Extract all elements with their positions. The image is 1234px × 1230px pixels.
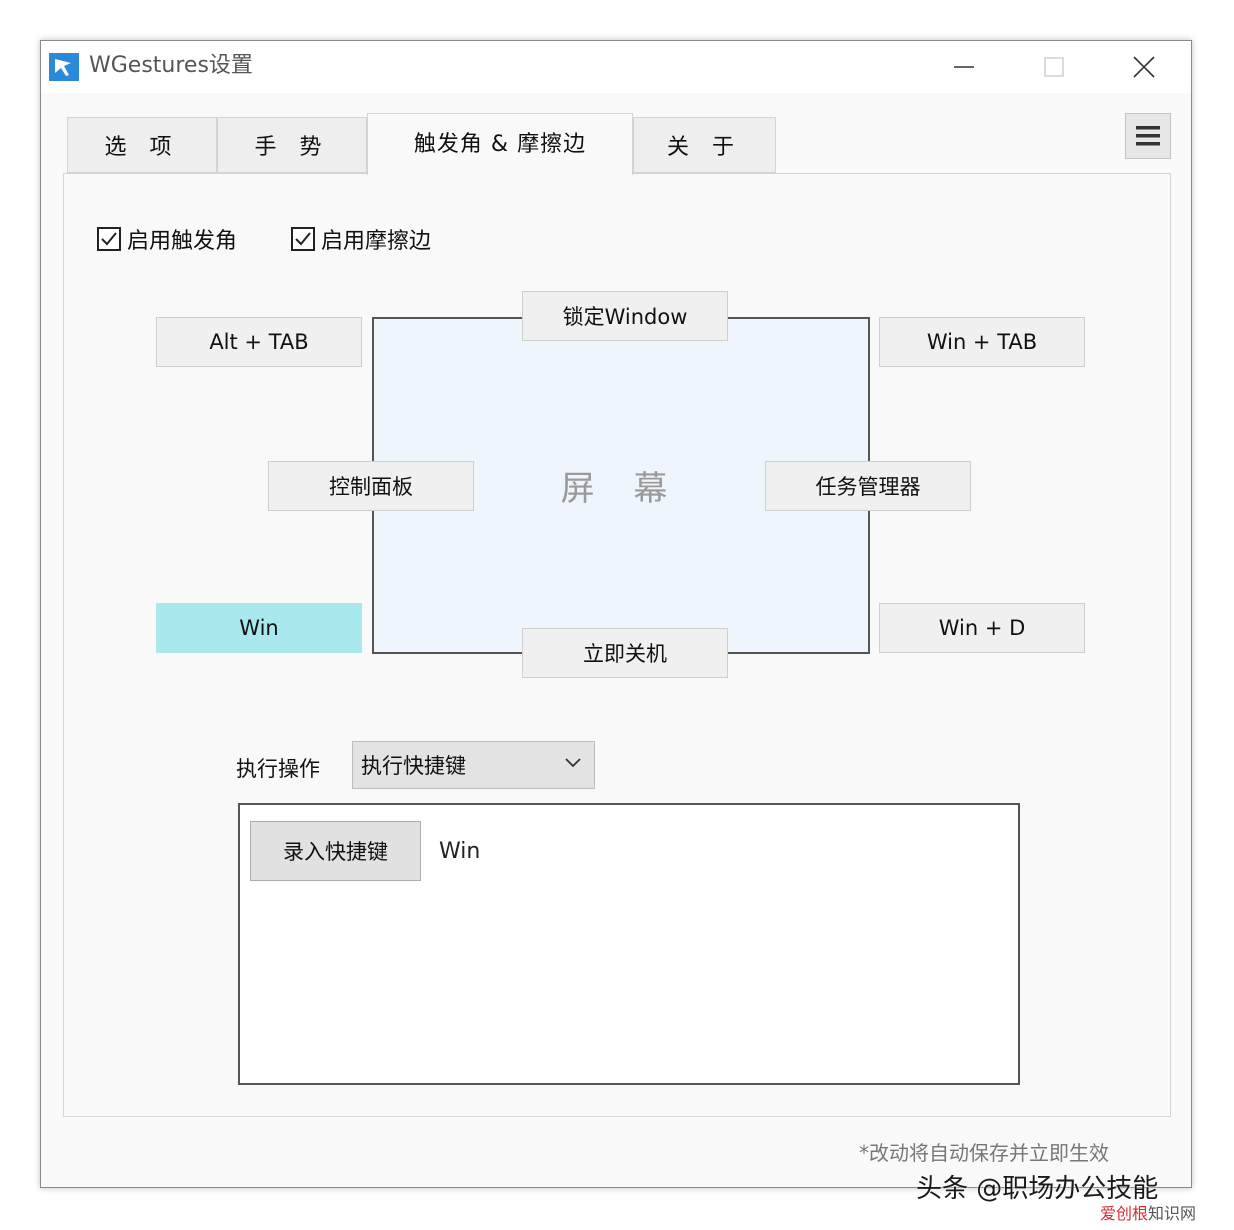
maximize-button[interactable] xyxy=(1009,41,1099,93)
close-button[interactable] xyxy=(1099,41,1189,93)
tab-about[interactable]: 关 于 xyxy=(633,117,776,173)
shortcut-value: Win xyxy=(439,839,481,864)
checkbox-box[interactable] xyxy=(97,227,121,251)
execute-action-select[interactable]: 执行快捷键 xyxy=(352,741,595,789)
execute-action-value: 执行快捷键 xyxy=(361,754,466,778)
watermark-text: 头条 @职场办公技能 xyxy=(916,1174,1159,1204)
minimize-button[interactable] xyxy=(919,41,1009,93)
right-edge-button[interactable]: 任务管理器 xyxy=(765,461,971,511)
enable-rub-edge-label: 启用摩擦边 xyxy=(321,229,432,254)
bottom-edge-button[interactable]: 立即关机 xyxy=(522,628,728,678)
tab-gestures[interactable]: 手 势 xyxy=(217,117,367,173)
top-right-corner-button[interactable]: Win + TAB xyxy=(879,317,1085,367)
maximize-icon xyxy=(1044,57,1064,77)
watermark-site-rest: 知识网 xyxy=(1148,1204,1197,1223)
app-logo-icon xyxy=(49,53,79,81)
hamburger-menu-icon xyxy=(1136,126,1160,146)
tab-options[interactable]: 选 项 xyxy=(67,117,217,173)
menu-button[interactable] xyxy=(1125,113,1171,159)
window-title: WGestures设置 xyxy=(89,53,253,78)
bottom-left-corner-button[interactable]: Win xyxy=(156,603,362,653)
left-edge-button[interactable]: 控制面板 xyxy=(268,461,474,511)
checkmark-icon xyxy=(295,232,311,246)
minimize-icon xyxy=(954,66,974,68)
top-left-corner-button[interactable]: Alt + TAB xyxy=(156,317,362,367)
bottom-right-corner-button[interactable]: Win + D xyxy=(879,603,1085,653)
settings-window: WGestures设置 选 项 手 势 触发角 & 摩擦边 关 于 启用触发角 … xyxy=(40,40,1192,1188)
checkmark-icon xyxy=(101,232,117,246)
enable-hot-corner-label: 启用触发角 xyxy=(127,229,238,254)
execute-action-label: 执行操作 xyxy=(236,757,320,781)
enable-hot-corner-checkbox[interactable]: 启用触发角 xyxy=(97,223,237,255)
chevron-down-icon xyxy=(565,758,581,768)
watermark-site-red: 爱创根 xyxy=(1100,1204,1149,1223)
title-bar[interactable]: WGestures设置 xyxy=(41,41,1191,93)
screen-label: 屏 幕 xyxy=(560,469,682,509)
record-shortcut-button[interactable]: 录入快捷键 xyxy=(250,821,421,881)
footer-note: *改动将自动保存并立即生效 xyxy=(859,1141,1109,1165)
enable-rub-edge-checkbox[interactable]: 启用摩擦边 xyxy=(291,223,431,255)
top-edge-button[interactable]: 锁定Window xyxy=(522,291,728,341)
close-icon xyxy=(1133,56,1155,78)
watermark-site: 爱创根知识网 xyxy=(1100,1200,1196,1224)
tab-hot-corners[interactable]: 触发角 & 摩擦边 xyxy=(367,113,633,175)
checkbox-box[interactable] xyxy=(291,227,315,251)
